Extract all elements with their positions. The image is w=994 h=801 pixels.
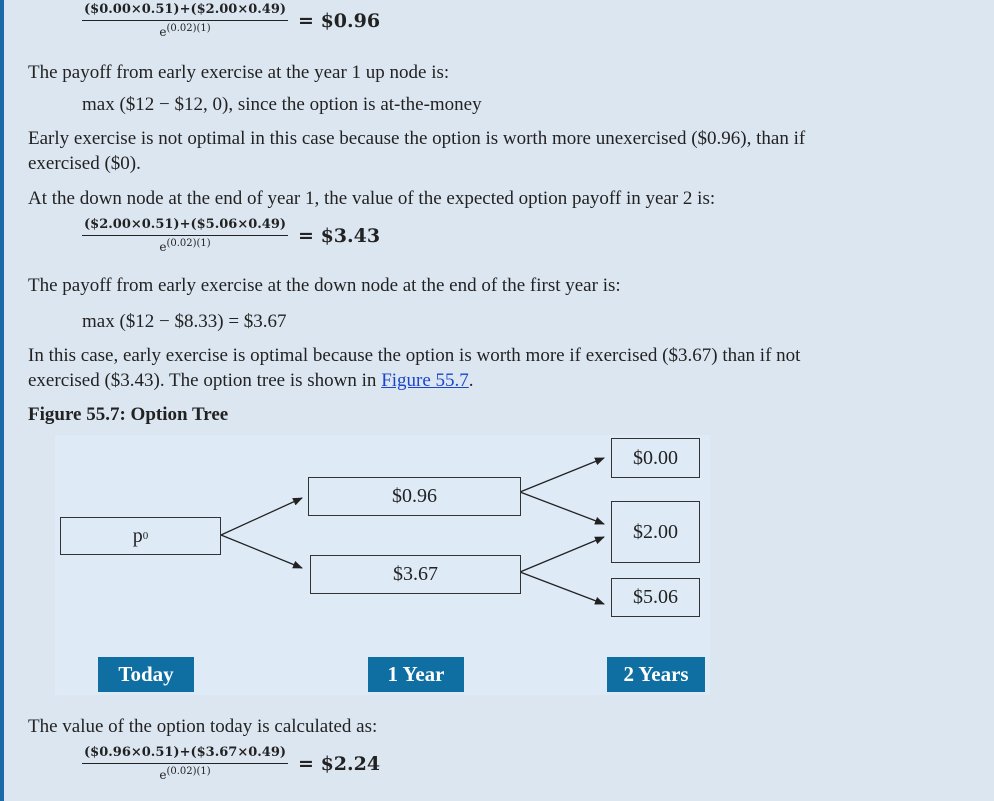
node-year1-up: $0.96 — [308, 477, 521, 516]
eq-result: = $2.24 — [298, 752, 381, 775]
paragraph: exercised ($0). — [28, 153, 141, 174]
figure-link[interactable]: Figure 55.7 — [381, 370, 469, 391]
eq-denominator: e(0.02)(1) — [159, 23, 211, 39]
eq-result: = $0.96 — [298, 9, 381, 32]
node-year2-dd: $5.06 — [611, 578, 700, 617]
label-1-year: 1 Year — [368, 657, 464, 692]
eq-numerator: ($0.96×0.51)+($3.67×0.49) — [82, 745, 289, 764]
equation-down-node: ($2.00×0.51)+($5.06×0.49) e(0.02)(1) = $3… — [82, 217, 380, 254]
label-today: Today — [98, 657, 194, 692]
node-year1-down: $3.67 — [310, 555, 521, 594]
paragraph: The value of the option today is calcula… — [28, 716, 378, 737]
paragraph: In this case, early exercise is optimal … — [28, 345, 801, 366]
eq-denominator: e(0.02)(1) — [159, 238, 211, 254]
paragraph: Early exercise is not optimal in this ca… — [28, 128, 806, 149]
eq-numerator: ($2.00×0.51)+($5.06×0.49) — [82, 217, 289, 236]
equation-up-node: ($0.00×0.51)+($2.00×0.49) e(0.02)(1) = $0… — [82, 2, 380, 39]
paragraph: At the down node at the end of year 1, t… — [28, 188, 716, 209]
eq-result: = $3.43 — [298, 224, 381, 247]
left-accent-bar — [0, 0, 4, 801]
figure-title: Figure 55.7: Option Tree — [28, 404, 229, 425]
eq-denominator: e(0.02)(1) — [159, 766, 211, 782]
paragraph: The payoff from early exercise at the do… — [28, 275, 621, 296]
paragraph: exercised ($3.43). The option tree is sh… — [28, 370, 474, 391]
node-year2-ud: $2.00 — [611, 501, 700, 563]
node-year2-uu: $0.00 — [611, 438, 700, 478]
formula-text: max ($12 − $12, 0), since the option is … — [82, 94, 482, 115]
formula-text: max ($12 − $8.33) = $3.67 — [82, 311, 287, 332]
label-2-years: 2 Years — [607, 657, 705, 692]
equation-today: ($0.96×0.51)+($3.67×0.49) e(0.02)(1) = $2… — [82, 745, 380, 782]
eq-numerator: ($0.00×0.51)+($2.00×0.49) — [82, 2, 289, 21]
paragraph: The payoff from early exercise at the ye… — [28, 62, 450, 83]
